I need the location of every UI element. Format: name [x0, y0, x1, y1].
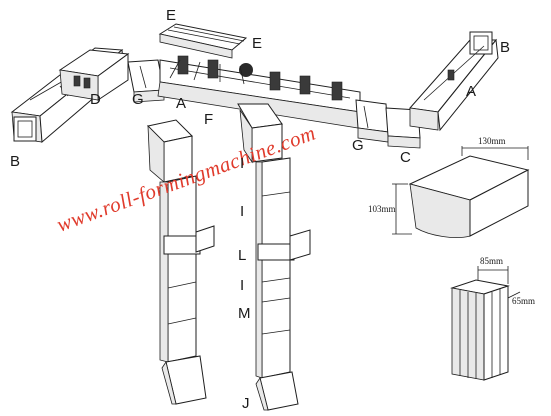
left-corner-piece: [58, 49, 130, 101]
gutter-profile-detail: [392, 146, 530, 238]
label-j: J: [242, 395, 250, 412]
label-i-3: I: [240, 277, 244, 294]
right-gutter-run: [409, 31, 499, 132]
left-downpipe: [146, 119, 215, 405]
label-d: D: [90, 91, 101, 108]
bracket-tray: [158, 23, 248, 59]
dim-gutter-height: 103mm: [368, 204, 396, 214]
label-l: L: [238, 247, 246, 264]
hanger-straps: [169, 59, 245, 85]
label-a-right: A: [466, 83, 476, 100]
label-g-left: G: [132, 91, 144, 108]
label-a-center: A: [176, 95, 186, 112]
right-connector: [355, 99, 389, 143]
label-c: C: [400, 149, 411, 166]
label-e-top: E: [166, 7, 176, 24]
label-m: M: [238, 305, 251, 322]
label-g-right: G: [352, 137, 364, 154]
label-i-2: I: [240, 203, 244, 220]
dim-pipe-depth: 65mm: [512, 296, 535, 306]
dim-gutter-width: 130mm: [478, 136, 506, 146]
downpipe-section-detail: [450, 266, 521, 381]
dim-pipe-width: 85mm: [480, 256, 503, 266]
label-i-1: I: [240, 155, 244, 172]
label-f: F: [204, 111, 213, 128]
label-e-side: E: [252, 35, 262, 52]
label-b-left: B: [10, 153, 20, 170]
label-b-right: B: [500, 39, 510, 56]
right-downpipe: [237, 103, 311, 411]
